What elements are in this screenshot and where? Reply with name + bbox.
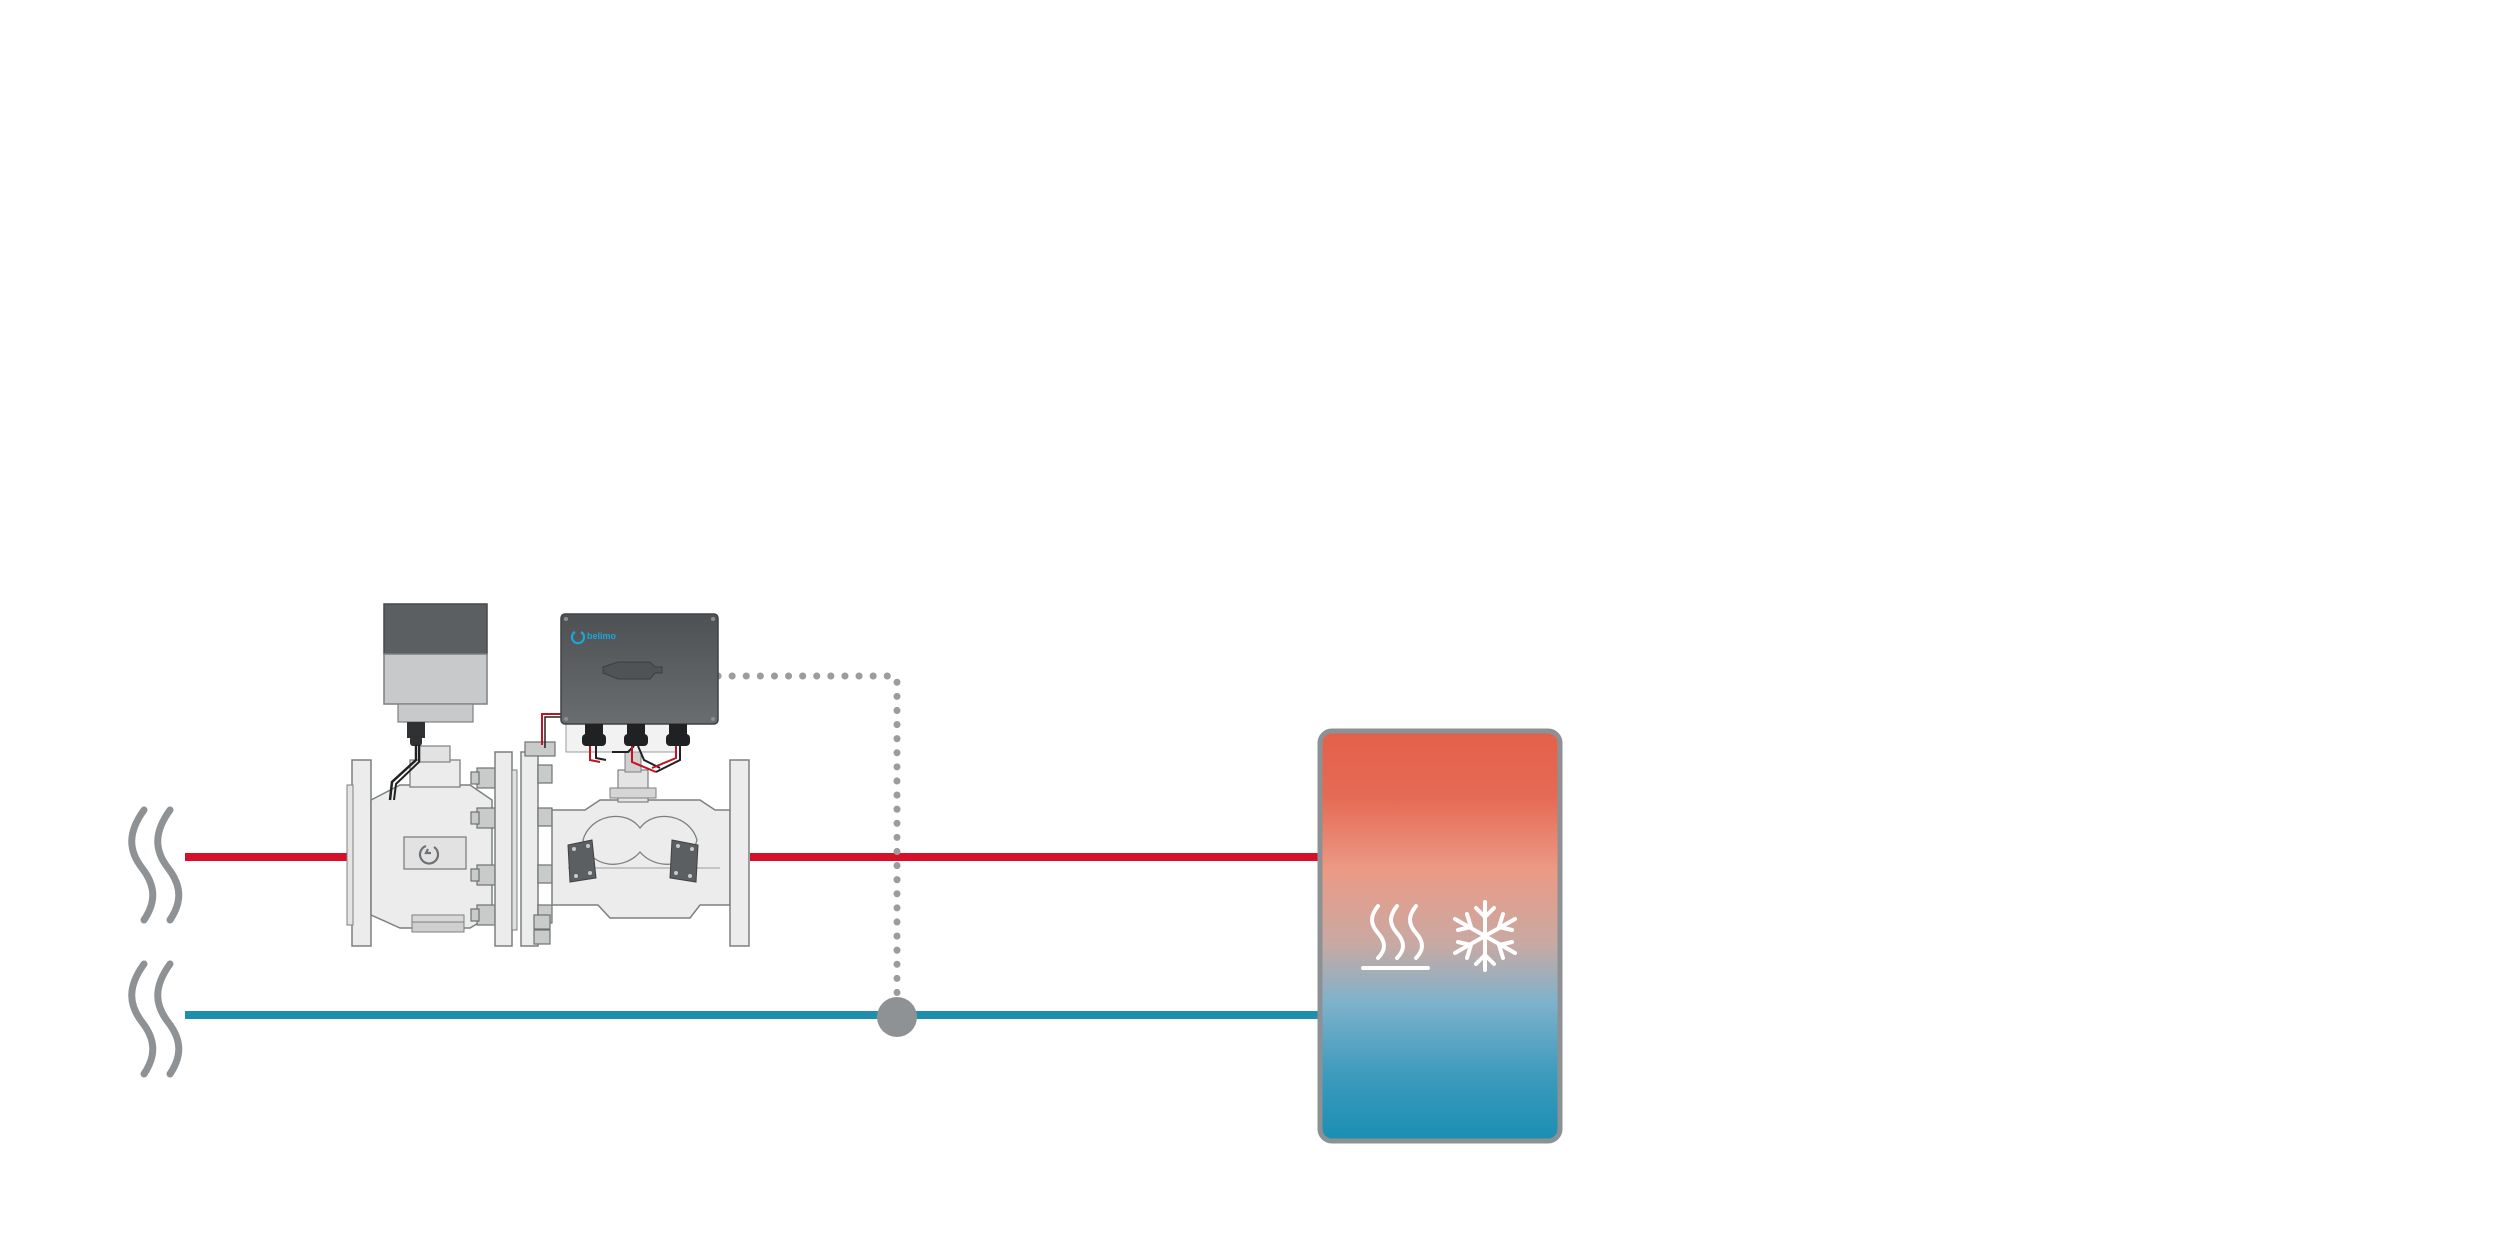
snowflake-icon [1453,900,1517,972]
supply-source-wave-icon [128,806,183,924]
valve-middle-flange-left [494,751,513,947]
flow-sensor-right-icon [669,839,699,883]
valve-nameplate [403,836,467,870]
valve-actuator [383,603,488,746]
valve-assembly: belimo [346,603,750,947]
heating-icon [1361,904,1430,970]
valve-inlet-flange [351,759,372,947]
controller-display-plate [602,661,663,680]
energy-valve-controller: belimo [560,613,719,725]
valve-logo-icon [418,844,440,865]
return-source-wave-icon [128,960,183,1078]
controller-cable-glands [582,724,690,746]
storage-tank [1317,728,1563,1144]
flow-sensor-left-icon [567,839,597,883]
signal-line [714,672,901,1000]
controller-logo-icon [570,631,586,645]
return-temperature-sensor [877,997,917,1037]
controller-brand-logo: belimo [587,631,617,641]
valve-outlet-flange [729,759,750,947]
